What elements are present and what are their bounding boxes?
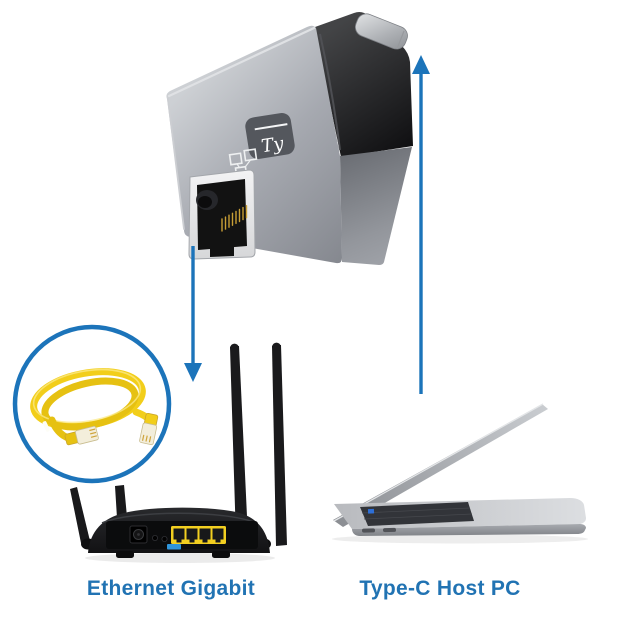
- connector-plug: [139, 422, 158, 446]
- connector-pin: [89, 428, 96, 432]
- router-top-highlight: [101, 512, 257, 524]
- laptop: [332, 403, 588, 544]
- keyboard-row-line: [361, 507, 471, 514]
- lan-port: [186, 528, 198, 543]
- adapter-neck-highlight: [319, 33, 341, 151]
- laptop-lid-edge-highlight: [333, 403, 544, 522]
- usb-c-port: [382, 527, 397, 533]
- network-icon-link: [236, 163, 240, 168]
- laptop-base: [352, 524, 586, 536]
- lan-port: [199, 528, 211, 543]
- adapter-top-chamfer: [167, 26, 316, 98]
- network-icon-square: [228, 152, 243, 166]
- label-ethernet-gigabit: Ethernet Gigabit: [86, 577, 256, 600]
- usb-c-ethernet-adapter: Ty: [166, 12, 413, 265]
- power-jack-pin: [137, 533, 140, 536]
- router: [70, 342, 287, 563]
- arrow-down-shaft: [191, 246, 195, 366]
- laptop-usb-c-ports: [362, 527, 397, 533]
- usb-c-port: [362, 528, 376, 533]
- router-power-jack: [129, 525, 148, 544]
- router-antenna-inner-right: [230, 346, 248, 540]
- adapter-neck: [315, 12, 413, 157]
- lan-port: [173, 528, 185, 543]
- rj45-inner-dark: [198, 196, 212, 208]
- lan-port-notch: [215, 539, 221, 543]
- router-antenna-outer-left: [70, 487, 90, 543]
- cable-connector-right: [139, 412, 159, 446]
- network-icon-link: [244, 159, 251, 168]
- router-foot: [116, 551, 134, 558]
- ethernet-cable: [30, 368, 159, 446]
- rj45-pins: [221, 204, 248, 232]
- lan-port: [212, 528, 224, 543]
- cable-loop-sheen: [32, 368, 142, 424]
- connector-pin: [90, 435, 98, 438]
- cable-loop-inner: [41, 377, 139, 431]
- callout-circle: [12, 324, 172, 484]
- lan-port-opening: [186, 528, 198, 540]
- keyboard-blue-key: [367, 508, 375, 514]
- techly-logo: Ty: [245, 112, 295, 160]
- lan-port-notch: [189, 539, 195, 543]
- arrow-down-to-router: [184, 246, 202, 382]
- cable-connector-left: [64, 425, 99, 446]
- lan-port-opening: [173, 528, 185, 540]
- lan-port-notch: [202, 539, 208, 543]
- connector-pin: [90, 431, 97, 435]
- router-wps-button: [161, 536, 168, 543]
- arrow-up-from-laptop: [412, 55, 430, 394]
- lan-port-opening: [199, 528, 211, 540]
- router-lan-ports: [171, 526, 226, 544]
- router-shadow: [85, 553, 275, 563]
- cable-tie: [42, 421, 50, 432]
- lan-port-block: [171, 526, 226, 544]
- arrow-up-shaft: [419, 72, 423, 394]
- laptop-shadow: [332, 534, 588, 544]
- rj45-step: [210, 244, 234, 257]
- adapter-left-chamfer: [167, 98, 185, 230]
- laptop-lid: [333, 404, 548, 527]
- network-icon-square: [243, 148, 258, 162]
- router-reset-button: [151, 535, 158, 542]
- usb-c-plug: [354, 13, 408, 50]
- antenna-tip: [272, 342, 281, 352]
- router-wan-tab: [167, 544, 181, 550]
- lan-port-notch: [176, 539, 182, 543]
- router-foot: [212, 551, 230, 558]
- adapter-side-face: [340, 147, 412, 265]
- usb-c-plug-slot: [396, 30, 405, 50]
- antenna-tip: [230, 343, 239, 353]
- logo-overline: [254, 123, 288, 131]
- connector-pin: [145, 435, 148, 442]
- keyboard-row-line: [363, 513, 473, 520]
- label-type-c-host-pc: Type-C Host PC: [359, 577, 521, 600]
- router-antenna-outer-right: [272, 345, 287, 546]
- logo-text: Ty: [260, 133, 286, 157]
- lan-port-opening: [212, 528, 224, 540]
- arrow-down-head: [184, 363, 202, 382]
- connector-pin: [148, 436, 152, 443]
- cable-callout: [12, 324, 172, 484]
- connector-pin: [141, 434, 145, 441]
- connector-plug: [75, 425, 99, 445]
- rj45-port: [188, 169, 256, 260]
- laptop-keyboard: [360, 502, 474, 526]
- arrow-up-head: [412, 55, 430, 74]
